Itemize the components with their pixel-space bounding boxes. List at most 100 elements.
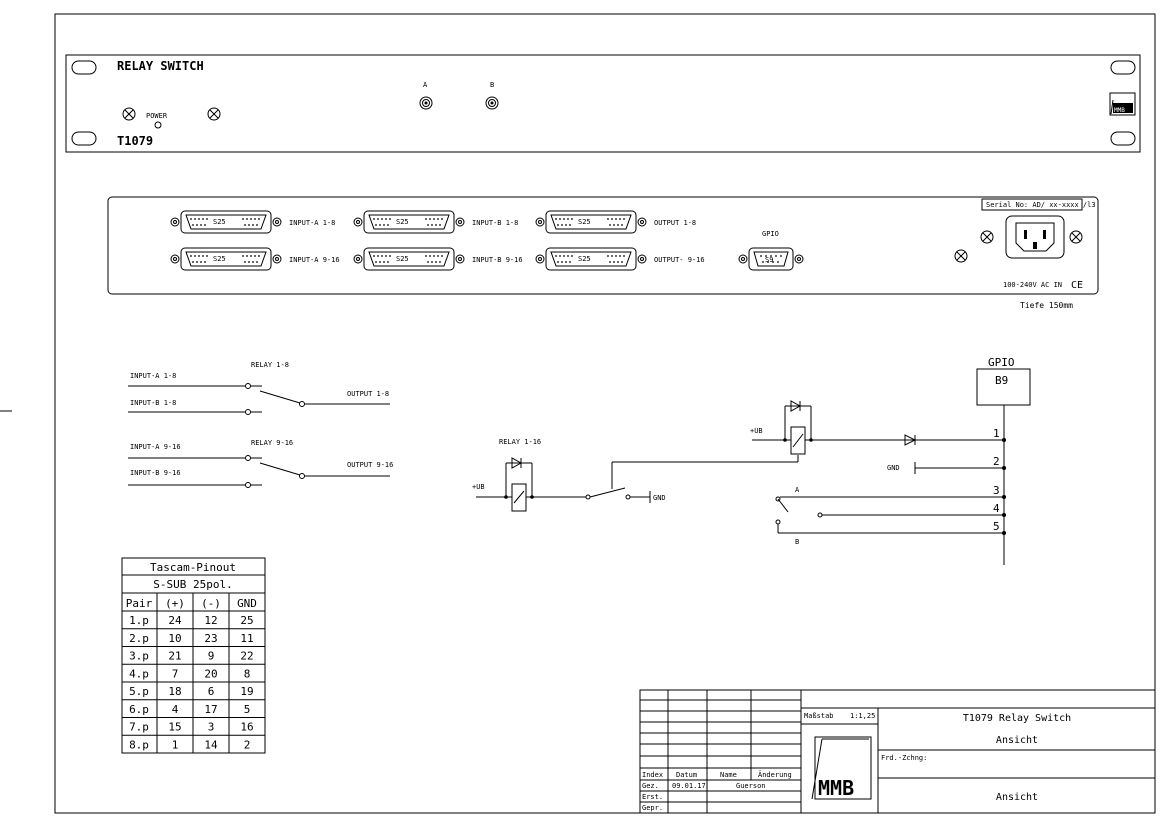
gpio-pin-number: 2	[993, 455, 1000, 468]
pinout-cell: 3	[208, 721, 215, 734]
pinout-cell: 18	[168, 685, 181, 698]
db25-connector-icon: S25 INPUT-A 1-8	[170, 210, 335, 234]
tb-gez: Gez.	[642, 782, 659, 790]
pinout-cell: 2	[244, 738, 251, 751]
gnd-label-right: GND	[887, 464, 900, 472]
power-inlet-icon	[1005, 215, 1065, 259]
tb-bottom-view-label: Ansicht	[996, 792, 1038, 803]
connector-label: INPUT-B 9-16	[472, 256, 523, 264]
relay2-label: RELAY 9-16	[251, 439, 293, 447]
mmb-logo-icon: MMB	[811, 736, 872, 800]
connector-type-label: S25	[578, 255, 591, 263]
tb-drawing-title: T1079 Relay Switch	[963, 713, 1071, 724]
pinout-cell: 10	[168, 632, 181, 645]
pinout-cell: 6.p	[129, 703, 149, 716]
power-in-label: 100-240V AC IN	[1003, 281, 1062, 289]
rack-hole-bl	[71, 131, 97, 146]
output1-label: OUTPUT 1-8	[347, 390, 389, 398]
pinout-cell: 8	[244, 667, 251, 680]
screw-icon	[1069, 230, 1083, 244]
connector-label: INPUT-A 1-8	[289, 219, 335, 227]
screw-icon	[207, 107, 221, 121]
front-panel-model: T1079	[117, 134, 153, 148]
gpio-connector-type: S9	[765, 256, 773, 264]
ub-label-right: +UB	[750, 427, 763, 435]
gpio-pin-number: 3	[993, 484, 1000, 497]
connector-type-label: S25	[213, 218, 226, 226]
a-label: A	[795, 486, 800, 494]
led-a-icon	[419, 96, 433, 110]
pinout-cell: 17	[204, 703, 217, 716]
power-led-icon	[154, 121, 162, 129]
rack-hole-br	[1110, 131, 1136, 146]
connector-type-label: S25	[578, 218, 591, 226]
depth-note: Tiefe 150mm	[1020, 301, 1073, 310]
diode-icon	[904, 434, 917, 446]
junction-dot	[1002, 495, 1006, 499]
junction-dot	[1002, 531, 1006, 535]
connector-type-label: S25	[396, 218, 409, 226]
serial-box	[981, 198, 1083, 211]
pinout-table: Tascam-Pinout S-SUB 25pol. Pair(+)(-)GND…	[121, 557, 266, 754]
tb-gez-name: Guerson	[736, 782, 766, 790]
tb-erst: Erst.	[642, 793, 663, 801]
connector-label: OUTPUT- 9-16	[654, 256, 705, 264]
pinout-cell: 4.p	[129, 667, 149, 680]
ce-mark: CE	[1071, 280, 1083, 291]
connector-label: INPUT-B 1-8	[472, 219, 518, 227]
relay-schematic-middle: RELAY 1-16 +UB GND	[472, 438, 799, 512]
tb-index-header: Index	[642, 771, 663, 779]
pinout-cell: 16	[240, 721, 253, 734]
diode-icon	[511, 457, 523, 469]
mmb-logo-icon: MMB	[1109, 92, 1136, 116]
junction-dot	[1002, 438, 1006, 442]
output2-label: OUTPUT 9-16	[347, 461, 393, 469]
pinout-header-cell: (-)	[201, 597, 221, 610]
pinout-title-1: Tascam-Pinout	[150, 561, 236, 574]
pinout-cell: 14	[204, 738, 218, 751]
pinout-title-2: S-SUB 25pol.	[153, 578, 232, 591]
pinout-cell: 4	[172, 703, 179, 716]
screw-icon	[980, 230, 994, 244]
pinout-cell: 3.p	[129, 650, 149, 663]
tb-scale-label: Maßstab	[804, 712, 834, 720]
pinout-cell: 11	[240, 632, 253, 645]
diode-icon	[790, 400, 802, 412]
power-label: POWER	[146, 112, 168, 120]
gpio-schematic-right: GPIO B9 +UB GND A B	[750, 356, 1031, 565]
svg-text:MMB: MMB	[1114, 107, 1125, 114]
pinout-cell: 20	[204, 667, 217, 680]
connector-type-label: S25	[396, 255, 409, 263]
tb-datum-header: Datum	[676, 771, 697, 779]
pinout-cell: 9	[208, 650, 215, 663]
input-b2-label: INPUT-B 9-16	[130, 469, 181, 477]
connector-label: INPUT-A 9-16	[289, 256, 340, 264]
gpio-box-label: B9	[995, 374, 1008, 387]
pinout-cell: 1	[172, 738, 179, 751]
pinout-cell: 2.p	[129, 632, 149, 645]
pinout-cell: 7	[172, 667, 179, 680]
input-b1-label: INPUT-B 1-8	[130, 399, 176, 407]
relay-1-16-label: RELAY 1-16	[499, 438, 541, 446]
tb-name-header: Name	[720, 771, 737, 779]
led-a-label: A	[423, 81, 428, 89]
pinout-cell: 24	[168, 614, 182, 627]
pinout-cell: 25	[240, 614, 253, 627]
tb-gez-date: 09.01.17	[672, 782, 706, 790]
pinout-header-cell: (+)	[165, 597, 185, 610]
pinout-cell: 1.p	[129, 614, 149, 627]
db25-connector-icon: S25 INPUT-B 9-16	[353, 247, 523, 271]
junction-dot	[1002, 466, 1006, 470]
gpio-pin-number: 4	[993, 502, 1000, 515]
led-b-icon	[485, 96, 499, 110]
input-a2-label: INPUT-A 9-16	[130, 443, 181, 451]
pinout-cell: 22	[240, 650, 253, 663]
front-panel: RELAY SWITCH T1079 POWER A B	[65, 54, 1141, 153]
